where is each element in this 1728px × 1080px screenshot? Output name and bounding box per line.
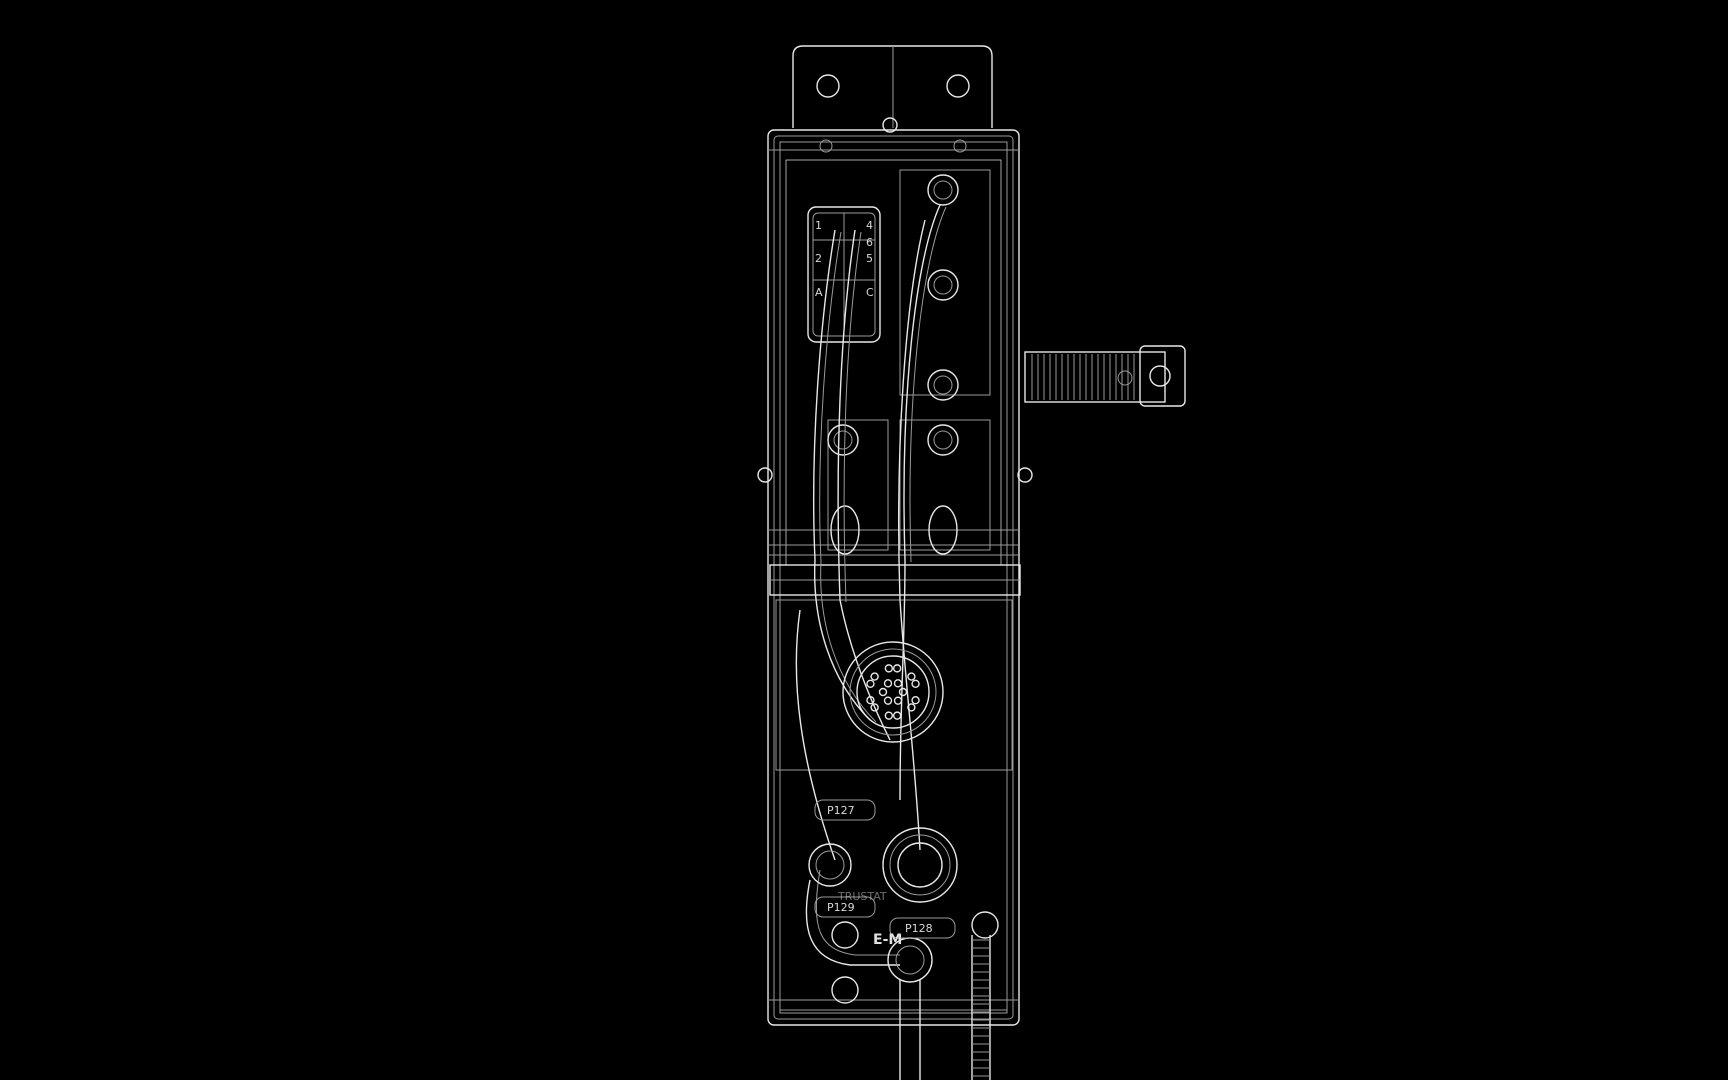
- connector-pin: [883, 696, 893, 705]
- switch-knob: [927, 174, 959, 206]
- enclosure-body: [757, 117, 1033, 1026]
- connector-pin: [878, 687, 888, 697]
- switch-knob-inner: [933, 180, 953, 200]
- em-mark: E-M: [873, 932, 902, 948]
- switch-knob-inner: [933, 375, 953, 395]
- connector-pin: [907, 672, 916, 681]
- connector-pin: [907, 703, 916, 712]
- mounting-tab: [792, 45, 993, 128]
- terminal-label: C: [866, 286, 874, 299]
- switch-knob: [927, 424, 959, 456]
- connector-pin: [884, 664, 894, 673]
- terminal-block: 1 2 4 6 5 A C: [807, 206, 881, 343]
- connector-pin: [870, 672, 879, 681]
- plate-label: P129: [827, 901, 855, 914]
- switch-knob: [927, 269, 959, 301]
- connector-pin: [893, 679, 903, 688]
- plate-label: P128: [905, 922, 933, 935]
- terminal-label: 5: [866, 252, 873, 265]
- terminal-label: A: [815, 286, 823, 299]
- mount-hole: [816, 74, 840, 98]
- connector-pin: [893, 696, 903, 705]
- switch-knob-inner: [833, 430, 853, 450]
- exit-cables: [899, 935, 991, 1080]
- terminal-label: 2: [815, 252, 822, 265]
- terminal-label: 6: [866, 236, 873, 249]
- switch-knob: [927, 369, 959, 401]
- connector-pin: [883, 679, 893, 688]
- terminal-label: 1: [815, 219, 822, 232]
- switch-modules: [827, 169, 991, 555]
- connector-pin: [884, 711, 894, 720]
- switch-knob: [827, 424, 859, 456]
- main-connector: [842, 641, 944, 743]
- terminal-label: 4: [866, 219, 873, 232]
- wire-harness: [795, 204, 947, 966]
- mount-hole: [946, 74, 970, 98]
- brand-mark: TRUSTAT: [837, 890, 887, 903]
- side-arm: [1024, 345, 1186, 407]
- connector-pin: [911, 696, 920, 705]
- switch-knob-inner: [933, 275, 953, 295]
- connector-pin: [911, 679, 920, 688]
- plate-label: P127: [827, 804, 855, 817]
- connector-pin: [892, 711, 902, 720]
- lower-connectors: P127 P129 P128 E-M TRUSTAT: [808, 799, 999, 1004]
- connector-pin: [898, 687, 908, 697]
- connector-pin: [866, 679, 875, 688]
- connector-pin: [866, 696, 875, 705]
- switch-knob-inner: [933, 430, 953, 450]
- switch-body: [928, 505, 958, 555]
- connector-pin: [892, 664, 902, 673]
- connector-pin: [870, 703, 879, 712]
